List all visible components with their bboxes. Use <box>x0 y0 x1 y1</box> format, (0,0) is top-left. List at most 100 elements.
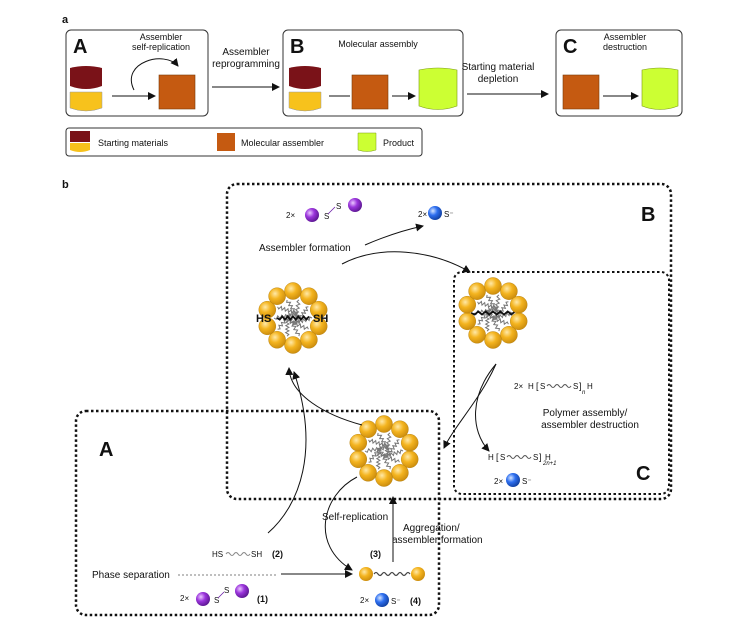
nanoparticle-cluster-left <box>258 282 328 354</box>
stage-b-letter: B <box>290 36 304 58</box>
ligand-chain <box>377 451 400 464</box>
stoichiometry-label: 2× <box>286 211 295 220</box>
dimer-intermediate: (3) <box>359 549 425 581</box>
gold-sphere <box>300 331 318 349</box>
phase-separation-label: Phase separation <box>92 570 170 581</box>
ligand-chain <box>477 305 494 325</box>
depletion-arrow: Starting material depletion <box>462 62 549 98</box>
thiol-sh-label: SH <box>313 313 328 325</box>
panel-b-label: b <box>62 179 69 191</box>
stage-b-caption: Molecular assembly <box>338 39 418 49</box>
panel-a-label: a <box>62 14 69 26</box>
ligand-chain <box>277 310 294 330</box>
ligand-chain <box>286 314 300 337</box>
ligand-chain <box>368 438 390 449</box>
compound-number-2: (2) <box>272 549 283 559</box>
stage-a-caption-line2: self-replication <box>132 42 190 52</box>
subscript-2n-plus-1: 2n+1 <box>542 461 557 467</box>
purple-sphere <box>305 208 319 222</box>
subscript-n: n <box>582 390 586 396</box>
bracket-glyph: ] <box>539 452 542 462</box>
sulfur-label: S <box>573 382 578 391</box>
region-a-outline <box>74 409 441 617</box>
template-chain <box>276 314 310 322</box>
gold-sphere <box>500 282 518 300</box>
sulfur-label: S <box>540 382 545 391</box>
blue-sphere <box>428 206 442 220</box>
ligand-chain <box>292 299 301 325</box>
sulfur-label: S <box>500 453 505 462</box>
ligand-chain <box>383 432 392 458</box>
ligand-chain <box>377 447 391 470</box>
starting-materials-icon <box>288 66 322 112</box>
thiolate-product-c: 2× S⁻ <box>494 473 532 487</box>
stage-c-caption-line2: destruction <box>603 42 647 52</box>
sulfur-label: S <box>336 202 341 211</box>
molecular-assembler-icon <box>158 74 196 110</box>
stoichiometry-label: 2× <box>360 596 369 605</box>
sulfur-label: S <box>533 453 538 462</box>
bracket-glyph: [ <box>496 452 499 462</box>
sulfur-label: S <box>214 596 219 605</box>
depletion-label-line1: Starting material <box>462 62 535 73</box>
gold-sphere <box>349 434 367 452</box>
cluster-to-left-arrow <box>285 367 363 426</box>
gold-sphere <box>484 277 502 295</box>
ligand-chain <box>385 439 400 458</box>
gold-sphere <box>458 312 476 331</box>
thiol-label: SH <box>251 550 262 559</box>
aggregation-label-line2: assembler formation <box>392 535 483 546</box>
depletion-label-line2: depletion <box>478 74 519 85</box>
legend-product-swatch <box>357 132 377 152</box>
stoichiometry-label: 2× <box>418 210 427 219</box>
assembler-formation-label: Assembler formation <box>259 243 351 254</box>
reprogramming-arrow: Assembler reprogramming <box>212 47 280 91</box>
gold-sphere <box>391 464 409 482</box>
nanoparticle-cluster-center <box>349 415 419 487</box>
reprogramming-label-line1: Assembler <box>222 47 270 58</box>
gold-sphere <box>284 336 302 354</box>
gold-sphere <box>359 420 377 438</box>
starting-materials-icon <box>69 66 103 112</box>
disulfide-reagent-bottom: 2× S S (1) <box>180 584 268 606</box>
thiolate-label: S⁻ <box>391 597 401 606</box>
ligand-chain <box>277 305 299 316</box>
dithiol-monomer: HS SH (2) <box>212 549 283 559</box>
blue-sphere <box>506 473 520 487</box>
hydrogen-label: H <box>528 382 534 391</box>
bracket-glyph: ] <box>579 381 582 391</box>
self-replication-loop-arrow <box>130 58 179 91</box>
stoichiometry-label: 2× <box>180 594 189 603</box>
gold-sphere <box>391 420 409 438</box>
ligand-chain <box>486 294 501 314</box>
compound-number-4: (4) <box>410 596 421 606</box>
ligand-chain <box>492 311 513 321</box>
legend-starting-materials-swatch <box>70 131 90 152</box>
sulfur-label: S <box>324 212 329 221</box>
reprogramming-label-line2: reprogramming <box>212 59 280 70</box>
thiolate-release-arrow <box>364 223 424 246</box>
legend-assembler-label: Molecular assembler <box>241 138 324 148</box>
gold-sphere <box>468 282 486 300</box>
legend-assembler-swatch <box>217 133 235 151</box>
product-icon <box>418 67 458 110</box>
sulfur-label: S <box>224 586 229 595</box>
thiol-label: HS <box>212 550 223 559</box>
stage-box-c: C Assembler destruction <box>555 29 683 117</box>
legend-starting-materials-label: Starting materials <box>98 138 169 148</box>
self-replication-label: Self-replication <box>322 512 388 523</box>
legend: Starting materials Molecular assembler P… <box>65 127 423 157</box>
polymer-chain <box>546 383 572 389</box>
purple-sphere <box>348 198 362 212</box>
purple-sphere <box>235 584 249 598</box>
molecular-assembler-icon <box>351 74 389 110</box>
disulfide-reagent-top: 2× S S <box>286 198 362 222</box>
stoichiometry-label: 2× <box>494 477 503 486</box>
ligand-chain <box>368 443 385 463</box>
stage-a-letter: A <box>73 36 87 58</box>
polymer-chain <box>506 454 532 460</box>
gold-sphere <box>411 567 425 581</box>
stage-c-caption-line1: Assembler <box>604 32 647 42</box>
ligand-chain <box>286 318 309 331</box>
stage-c-letter: C <box>563 36 577 58</box>
